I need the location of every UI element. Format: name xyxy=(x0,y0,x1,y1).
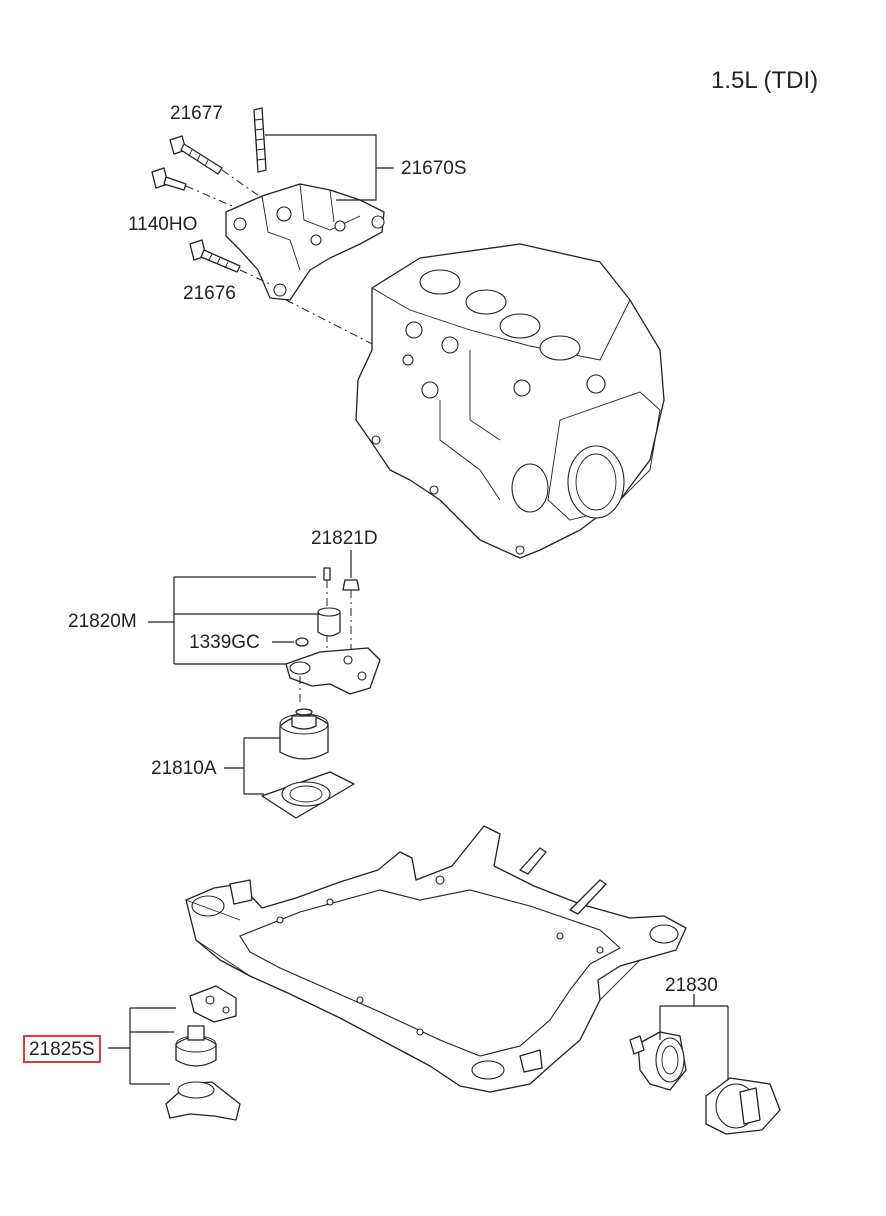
transmission-mount xyxy=(165,985,241,1121)
callout-21825S-highlighted[interactable]: 21825S xyxy=(23,1035,101,1063)
callout-21676[interactable]: 21676 xyxy=(183,283,236,304)
callout-21821D[interactable]: 21821D xyxy=(311,528,378,549)
engine-title: 1.5L (TDI) xyxy=(711,67,819,94)
callout-1339GC[interactable]: 1339GC xyxy=(189,632,260,653)
callout-1140HO[interactable]: 1140HO xyxy=(128,214,198,235)
callout-21820M[interactable]: 21820M xyxy=(68,611,137,632)
front-subframe xyxy=(185,825,687,1093)
roll-mount xyxy=(629,1031,781,1135)
callout-21810A[interactable]: 21810A xyxy=(151,758,217,779)
callout-21830[interactable]: 21830 xyxy=(665,975,718,996)
engine-block xyxy=(355,243,665,559)
engine-mount-bracket xyxy=(151,107,393,355)
mount-insulator xyxy=(261,708,355,819)
callout-21677[interactable]: 21677 xyxy=(170,103,223,124)
engine-mount-assembly xyxy=(285,567,381,706)
callout-21670S[interactable]: 21670S xyxy=(401,158,467,179)
